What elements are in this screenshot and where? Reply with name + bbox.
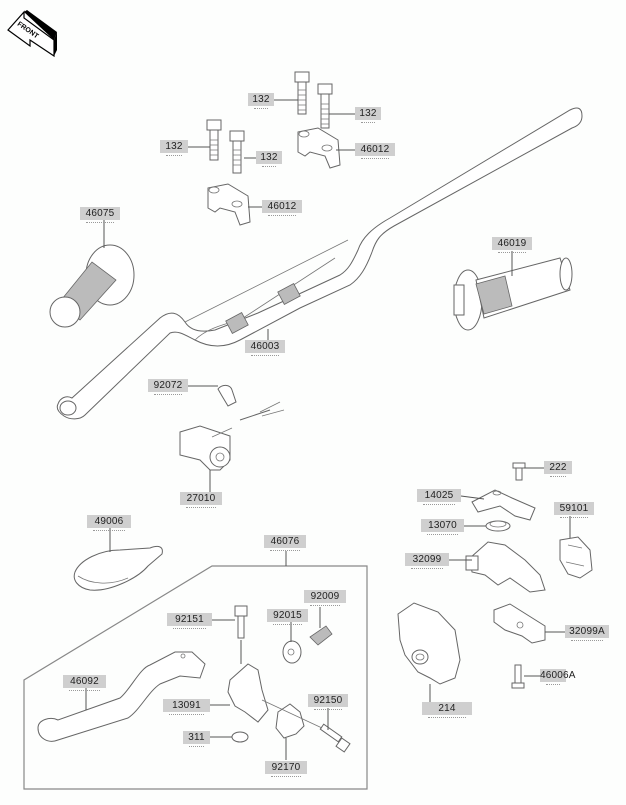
handlebar-icon (56, 107, 583, 420)
hand-guard-icon (73, 545, 163, 591)
part-label-cover-46006a[interactable]: 214 (422, 702, 472, 718)
bolt-icon (206, 119, 222, 161)
handlebar-holder-icon (297, 127, 341, 169)
part-label-case-32099a[interactable]: 32099A (565, 625, 609, 641)
part-label-guard-49006[interactable]: 49006 (87, 515, 131, 531)
part-label-screw-214[interactable]: 46006A (540, 669, 576, 685)
lever-holder-icon (227, 640, 269, 723)
part-label-cover-14025[interactable]: 14025 (417, 489, 461, 505)
clamp-band-icon (217, 384, 237, 407)
part-label-screw-222[interactable]: 222 (544, 461, 572, 477)
part-label-case-32099[interactable]: 32099 (405, 553, 449, 569)
adjuster-icon (309, 625, 333, 646)
nut-icon (231, 731, 249, 743)
screw-icon (511, 664, 525, 689)
cover-icon (471, 489, 536, 521)
case-icon (493, 603, 546, 644)
part-label-lever-46092[interactable]: 46092 (63, 675, 106, 691)
part-label-grip-right[interactable]: 46019 (492, 237, 532, 253)
bolt-icon (229, 130, 245, 174)
part-label-adjuster-92009[interactable]: 92009 (304, 590, 346, 606)
part-label-nut-311[interactable]: 311 (183, 731, 210, 747)
front-arrow-icon: FRONT (7, 10, 57, 58)
switch-icon (179, 401, 285, 471)
part-label-clamp-92170[interactable]: 92170 (265, 761, 307, 777)
assembly-group-frame (23, 565, 368, 790)
throttle-case-icon (465, 541, 546, 593)
lever-icon (37, 651, 206, 742)
part-label-nut-92015[interactable]: 92015 (267, 609, 308, 625)
bolt-icon (261, 699, 351, 753)
part-label-grip-left[interactable]: 46075 (80, 207, 120, 223)
handlebar-holder-icon (207, 183, 251, 226)
part-label-holder-lower[interactable]: 46012 (262, 200, 302, 216)
part-label-holder-59101[interactable]: 59101 (554, 502, 594, 518)
part-label-bolt-92151[interactable]: 92151 (167, 613, 212, 629)
part-label-bolt-1[interactable]: 132 (248, 93, 274, 109)
bolt-icon (317, 83, 333, 129)
assembly-group-label[interactable]: 46076 (264, 535, 306, 551)
ring-icon (485, 520, 511, 532)
part-label-bolt-4[interactable]: 132 (256, 151, 282, 167)
holder-icon (559, 536, 593, 579)
part-label-holder-13091[interactable]: 13091 (163, 699, 210, 715)
part-label-switch[interactable]: 27010 (180, 492, 222, 508)
part-label-bolt-3[interactable]: 132 (160, 140, 188, 156)
part-label-bolt-92150[interactable]: 92150 (308, 694, 348, 710)
leader-lines (85, 99, 571, 760)
clamp-icon (275, 703, 305, 739)
right-grip-icon (453, 257, 573, 331)
bolt-icon (234, 605, 248, 639)
bolt-icon (294, 71, 310, 115)
part-label-handlebar[interactable]: 46003 (245, 340, 285, 356)
part-label-ring-13070[interactable]: 13070 (421, 519, 464, 535)
part-label-clamp[interactable]: 92072 (148, 379, 188, 395)
part-label-holder-upper[interactable]: 46012 (355, 143, 395, 159)
cover-housing-icon (397, 602, 461, 685)
part-label-bolt-2[interactable]: 132 (355, 107, 381, 123)
screw-icon (512, 462, 526, 481)
left-grip-icon (49, 244, 135, 328)
nut-icon (282, 640, 302, 664)
